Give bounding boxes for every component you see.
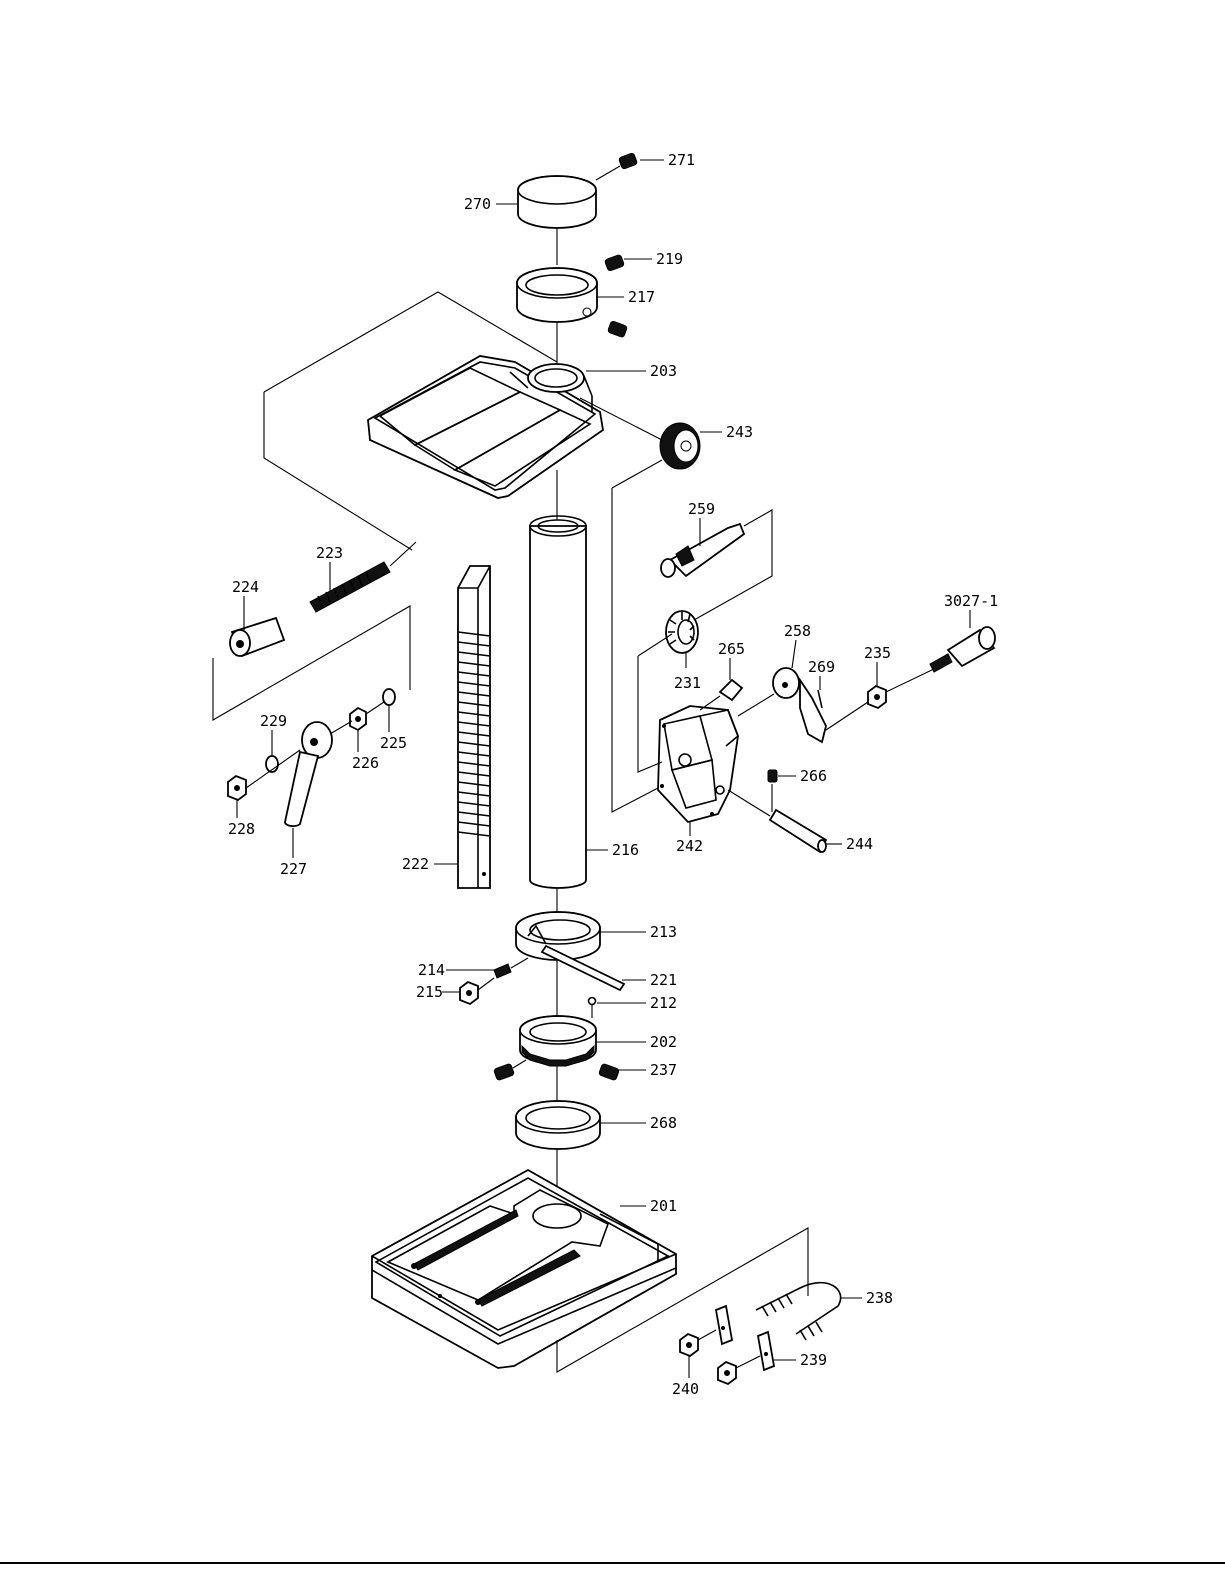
callout-3027-1: 3027-1 <box>944 592 998 610</box>
part-219-screw <box>604 254 627 337</box>
part-235-nut <box>826 668 936 730</box>
callout-266: 266 <box>800 767 827 785</box>
part-270-cap <box>518 176 596 228</box>
callout-221: 221 <box>650 971 677 989</box>
part-231-bearing <box>666 611 698 653</box>
callout-237: 237 <box>650 1061 677 1079</box>
callout-244: 244 <box>846 835 873 853</box>
part-222-rack <box>458 566 490 888</box>
part-228-nut <box>228 776 246 800</box>
callout-214: 214 <box>418 961 445 979</box>
callout-229: 229 <box>260 712 287 730</box>
callout-270: 270 <box>464 195 491 213</box>
part-216-column <box>530 516 586 888</box>
callout-203: 203 <box>650 362 677 380</box>
callout-219: 219 <box>656 250 683 268</box>
callout-240: 240 <box>672 1380 699 1398</box>
callout-213: 213 <box>650 923 677 941</box>
part-215-nut <box>460 978 494 1004</box>
callout-224: 224 <box>232 578 259 596</box>
bottom-rule <box>0 1562 1225 1564</box>
part-225-washer <box>383 689 395 705</box>
part-266-screw <box>768 770 777 812</box>
part-259-pinion-shaft <box>661 524 744 577</box>
part-268-ring <box>516 1101 600 1149</box>
callout-243: 243 <box>726 423 753 441</box>
part-240-nuts <box>680 1330 760 1384</box>
callout-201: 201 <box>650 1197 677 1215</box>
part-214-screw <box>494 958 528 978</box>
part-226-nut <box>350 708 366 730</box>
part-212-ball <box>589 998 596 1019</box>
callout-238: 238 <box>866 1289 893 1307</box>
assembly-bracket-left <box>213 292 557 720</box>
callout-216: 216 <box>612 841 639 859</box>
callout-226: 226 <box>352 754 379 772</box>
part-239-clamp-blocks <box>716 1306 774 1370</box>
callout-212: 212 <box>650 994 677 1012</box>
part-227-crank <box>285 722 332 826</box>
callout-258: 258 <box>784 622 811 640</box>
part-3027-1-knob <box>930 627 995 672</box>
callout-228: 228 <box>228 820 255 838</box>
part-269-pin <box>818 690 822 708</box>
callout-222: 222 <box>402 855 429 873</box>
part-265-screw <box>700 680 742 710</box>
callout-225: 225 <box>380 734 407 752</box>
callout-265: 265 <box>718 640 745 658</box>
callout-labels: 271 270 219 217 203 243 259 223 224 3027… <box>228 151 998 1398</box>
part-201-base <box>372 1170 676 1368</box>
part-224-hub <box>230 618 284 656</box>
part-242-housing <box>658 706 738 822</box>
callout-217: 217 <box>628 288 655 306</box>
callout-259: 259 <box>688 500 715 518</box>
callout-271: 271 <box>668 151 695 169</box>
part-271-set-screw <box>596 153 638 180</box>
callout-215: 215 <box>416 983 443 1001</box>
leader-lines <box>237 160 970 1378</box>
callout-223: 223 <box>316 544 343 562</box>
callout-202: 202 <box>650 1033 677 1051</box>
callout-231: 231 <box>674 674 701 692</box>
part-258-lever <box>738 668 826 742</box>
callout-269: 269 <box>808 658 835 676</box>
part-203-table <box>368 356 603 498</box>
callout-227: 227 <box>280 860 307 878</box>
callout-239: 239 <box>800 1351 827 1369</box>
part-244-shaft <box>728 790 826 852</box>
callout-242: 242 <box>676 837 703 855</box>
callout-268: 268 <box>650 1114 677 1132</box>
part-202-ring <box>520 1016 596 1066</box>
part-217-collar <box>517 268 597 322</box>
callout-235: 235 <box>864 644 891 662</box>
part-243-gear <box>660 423 700 469</box>
